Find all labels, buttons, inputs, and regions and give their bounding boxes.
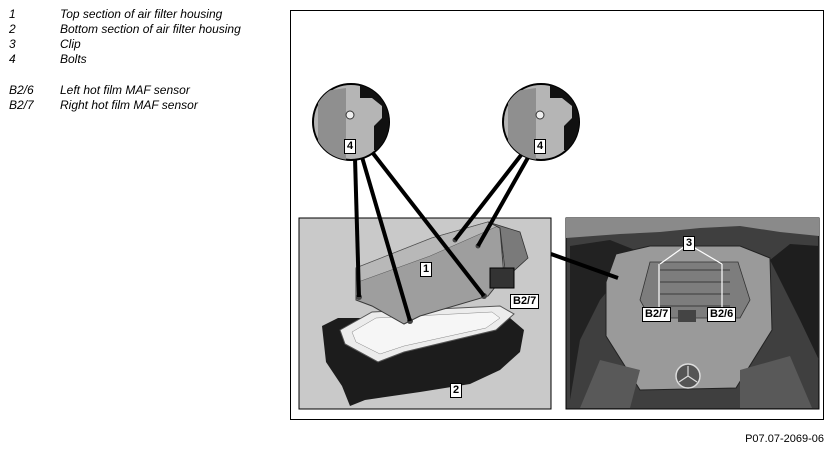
detail-circle-right	[502, 83, 580, 161]
callout-maf-right-engine: B2/7	[642, 307, 672, 322]
legend-key: 1	[9, 7, 16, 21]
legend-desc: Bolts	[60, 52, 87, 66]
legend-desc: Left hot film MAF sensor	[60, 83, 190, 97]
callout-bolt-left: 4	[344, 139, 357, 154]
legend-key: 3	[9, 37, 16, 51]
air-filter-panel	[298, 217, 552, 410]
legend-key: 2	[9, 22, 16, 36]
legend-key: 4	[9, 52, 16, 66]
legend-desc: Clip	[60, 37, 81, 51]
engine-photo-panel	[565, 217, 820, 410]
legend-desc: Top section of air filter housing	[60, 7, 223, 21]
figure-code: P07.07-2069-06	[745, 433, 824, 445]
callout-bolt-right: 4	[534, 139, 547, 154]
callout-maf-right-housing: B2/7	[510, 294, 540, 309]
legend-key: B2/7	[9, 98, 34, 112]
detail-leader-lines	[353, 148, 532, 322]
detail-circle-left	[312, 83, 390, 161]
legend-key: B2/6	[9, 83, 34, 97]
callout-clip: 3	[683, 236, 696, 251]
callout-top-section: 1	[420, 262, 433, 277]
callout-bottom-section: 2	[450, 383, 463, 398]
callout-maf-left-engine: B2/6	[707, 307, 737, 322]
legend-desc: Bottom section of air filter housing	[60, 22, 241, 36]
panel-connector	[550, 252, 619, 280]
legend-desc: Right hot film MAF sensor	[60, 98, 198, 112]
